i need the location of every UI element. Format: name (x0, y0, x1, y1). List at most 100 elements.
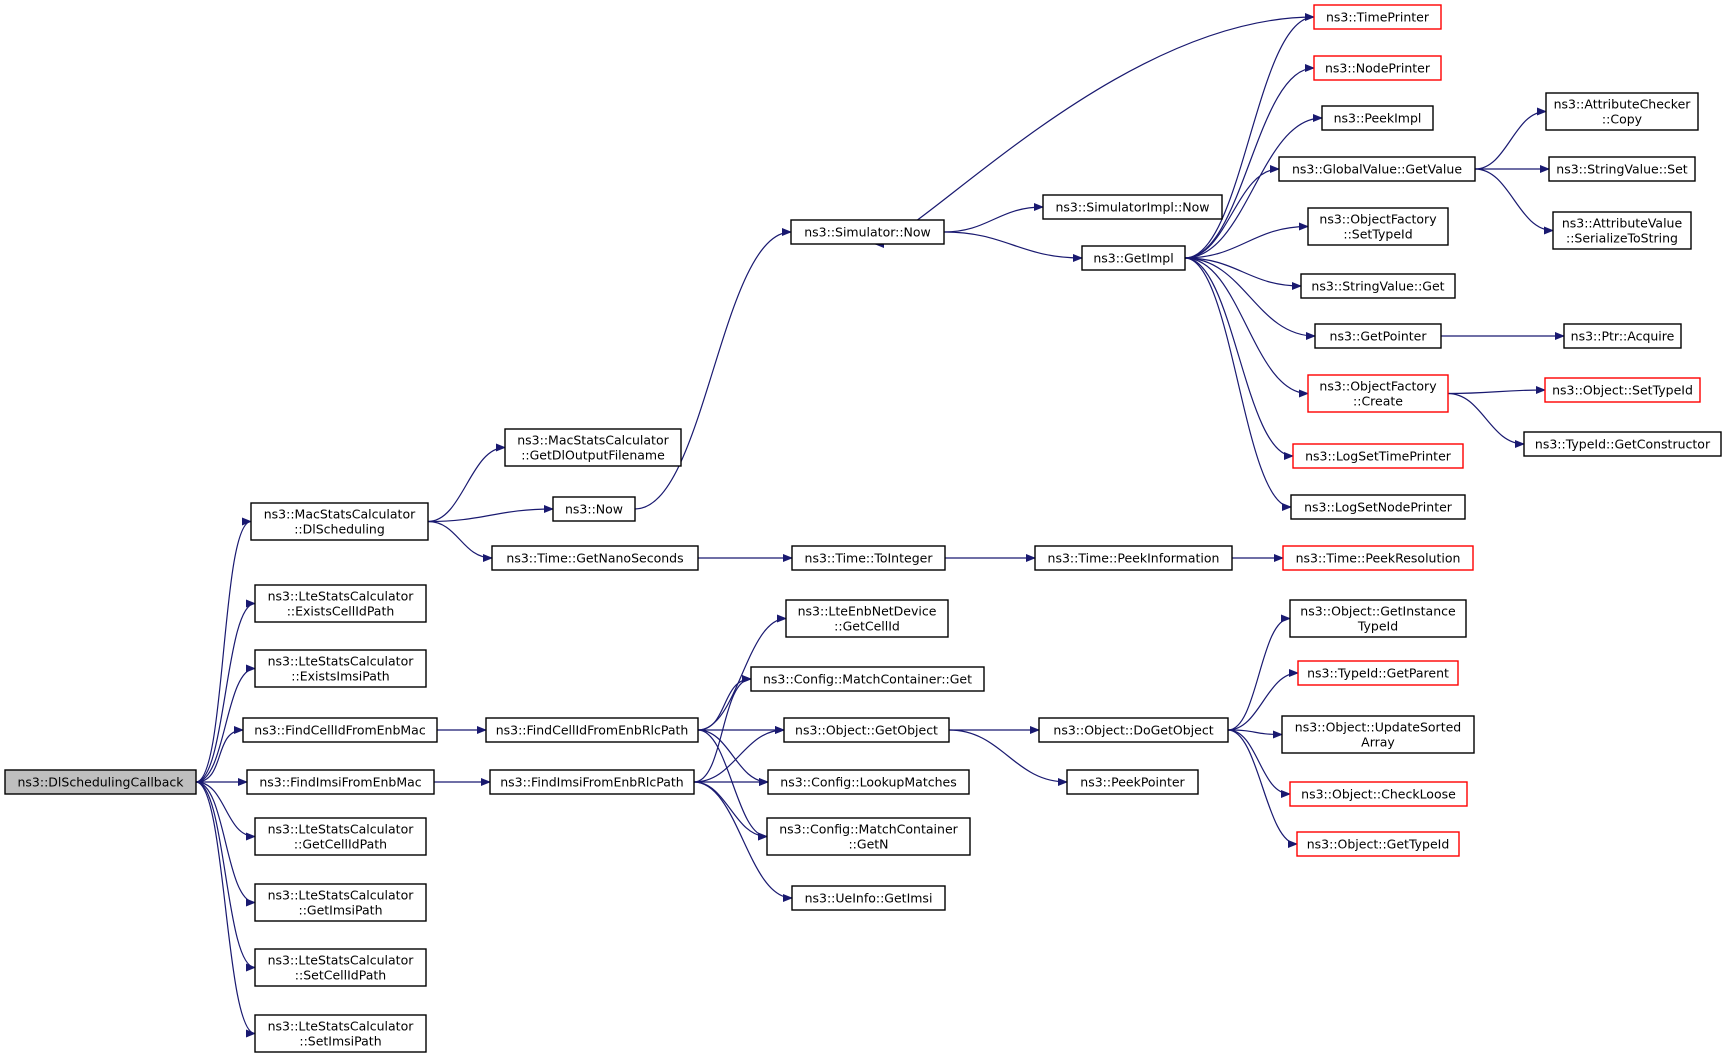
node-mcget[interactable]: ns3::Config::MatchContainer::Get (750, 666, 985, 692)
node-findimsimac[interactable]: ns3::FindImsiFromEnbMac (246, 769, 435, 795)
node-box[interactable] (791, 545, 946, 571)
node-box[interactable] (1281, 715, 1475, 754)
node-box[interactable] (1544, 377, 1701, 403)
node-box[interactable] (766, 817, 971, 856)
node-ueimsi[interactable]: ns3::UeInfo::GetImsi (791, 885, 946, 911)
node-ofcreate[interactable]: ns3::ObjectFactory::Create (1307, 374, 1449, 413)
node-peekres[interactable]: ns3::Time::PeekResolution (1282, 545, 1474, 571)
node-box[interactable] (1307, 374, 1449, 413)
node-box[interactable] (491, 545, 699, 571)
node-box[interactable] (504, 428, 682, 467)
node-box[interactable] (1038, 717, 1229, 743)
node-setcellpath[interactable]: ns3::LteStatsCalculator::SetCellIdPath (254, 948, 427, 987)
node-box[interactable] (1552, 211, 1692, 250)
node-getctor[interactable]: ns3::TypeId::GetConstructor (1523, 431, 1722, 457)
node-findimsirlc[interactable]: ns3::FindImsiFromEnbRlcPath (489, 769, 695, 795)
node-setimsipath[interactable]: ns3::LteStatsCalculator::SetImsiPath (254, 1014, 427, 1053)
node-lognode[interactable]: ns3::LogSetNodePrinter (1290, 494, 1466, 520)
node-box[interactable] (485, 717, 699, 743)
node-box[interactable] (254, 948, 427, 987)
node-timeprinter[interactable]: ns3::TimePrinter (1313, 4, 1442, 30)
node-gvgetvalue[interactable]: ns3::GlobalValue::GetValue (1278, 156, 1476, 182)
node-box[interactable] (1034, 545, 1233, 571)
node-box[interactable] (246, 769, 435, 795)
node-box[interactable] (785, 599, 949, 638)
node-macdl[interactable]: ns3::MacStatsCalculator::DlScheduling (250, 502, 429, 541)
node-box[interactable] (1282, 545, 1474, 571)
node-acopy[interactable]: ns3::AttributeChecker::Copy (1545, 92, 1699, 131)
node-logtime[interactable]: ns3::LogSetTimePrinter (1292, 443, 1464, 469)
node-findcellmac[interactable]: ns3::FindCellIdFromEnbMac (242, 717, 438, 743)
node-objsettid[interactable]: ns3::Object::SetTypeId (1544, 377, 1701, 403)
node-box[interactable] (242, 717, 438, 743)
node-box[interactable] (1042, 194, 1223, 220)
node-existscell[interactable]: ns3::LteStatsCalculator::ExistsCellIdPat… (254, 584, 427, 623)
node-box[interactable] (1296, 831, 1460, 857)
node-box[interactable] (1290, 494, 1466, 520)
node-box[interactable] (489, 769, 695, 795)
node-simimplnow[interactable]: ns3::SimulatorImpl::Now (1042, 194, 1223, 220)
node-getparent[interactable]: ns3::TypeId::GetParent (1297, 660, 1459, 686)
node-ptracq[interactable]: ns3::Ptr::Acquire (1563, 323, 1682, 349)
node-box[interactable] (1300, 273, 1456, 299)
node-box[interactable] (250, 502, 429, 541)
node-ofsettypeid[interactable]: ns3::ObjectFactory::SetTypeId (1307, 207, 1449, 246)
node-mcgetn[interactable]: ns3::Config::MatchContainer::GetN (766, 817, 971, 856)
node-box[interactable] (254, 649, 427, 688)
node-getobject[interactable]: ns3::Object::GetObject (783, 717, 950, 743)
node-nodeprinter[interactable]: ns3::NodePrinter (1313, 55, 1442, 81)
node-svset[interactable]: ns3::StringValue::Set (1548, 156, 1696, 182)
node-box[interactable] (254, 1014, 427, 1053)
node-box[interactable] (1278, 156, 1476, 182)
node-toint[interactable]: ns3::Time::ToInteger (791, 545, 946, 571)
node-box[interactable] (552, 496, 636, 522)
node-peekinfo[interactable]: ns3::Time::PeekInformation (1034, 545, 1233, 571)
node-existsimsi[interactable]: ns3::LteStatsCalculator::ExistsImsiPath (254, 649, 427, 688)
node-box[interactable] (791, 885, 946, 911)
node-box[interactable] (254, 883, 427, 922)
node-svget[interactable]: ns3::StringValue::Get (1300, 273, 1456, 299)
node-box[interactable] (1314, 323, 1442, 349)
node-peekptr[interactable]: ns3::PeekPointer (1066, 769, 1199, 795)
node-box[interactable] (1289, 781, 1468, 807)
node-getcellpath[interactable]: ns3::LteStatsCalculator::GetCellIdPath (254, 817, 427, 856)
node-getdlfile[interactable]: ns3::MacStatsCalculator::GetDlOutputFile… (504, 428, 682, 467)
node-peekimpl[interactable]: ns3::PeekImpl (1321, 105, 1434, 131)
node-findcellrlc[interactable]: ns3::FindCellIdFromEnbRlcPath (485, 717, 699, 743)
node-box[interactable] (767, 769, 970, 795)
node-objgettid[interactable]: ns3::Object::GetTypeId (1296, 831, 1460, 857)
node-box[interactable] (1548, 156, 1696, 182)
node-box[interactable] (1307, 207, 1449, 246)
node-checkloose[interactable]: ns3::Object::CheckLoose (1289, 781, 1468, 807)
node-box[interactable] (1297, 660, 1459, 686)
node-box[interactable] (1563, 323, 1682, 349)
node-box[interactable] (1081, 245, 1186, 271)
node-lookup[interactable]: ns3::Config::LookupMatches (767, 769, 970, 795)
node-box[interactable] (750, 666, 985, 692)
node-getnano[interactable]: ns3::Time::GetNanoSeconds (491, 545, 699, 571)
node-box[interactable] (1523, 431, 1722, 457)
node-box[interactable] (4, 769, 197, 795)
node-root[interactable]: ns3::DlSchedulingCallback (4, 769, 197, 795)
node-now[interactable]: ns3::Now (552, 496, 636, 522)
node-box[interactable] (1321, 105, 1434, 131)
node-dogetobject[interactable]: ns3::Object::DoGetObject (1038, 717, 1229, 743)
node-box[interactable] (1545, 92, 1699, 131)
node-avser[interactable]: ns3::AttributeValue::SerializeToString (1552, 211, 1692, 250)
node-ltecell[interactable]: ns3::LteEnbNetDevice::GetCellId (785, 599, 949, 638)
node-box[interactable] (1292, 443, 1464, 469)
node-box[interactable] (1313, 55, 1442, 81)
node-box[interactable] (790, 219, 945, 245)
node-getimpl[interactable]: ns3::GetImpl (1081, 245, 1186, 271)
node-box[interactable] (1066, 769, 1199, 795)
node-box[interactable] (254, 817, 427, 856)
node-getpointer[interactable]: ns3::GetPointer (1314, 323, 1442, 349)
node-simnow[interactable]: ns3::Simulator::Now (790, 219, 945, 245)
node-box[interactable] (783, 717, 950, 743)
node-box[interactable] (1313, 4, 1442, 30)
node-box[interactable] (254, 584, 427, 623)
node-box[interactable] (1289, 599, 1467, 638)
node-getimsipath[interactable]: ns3::LteStatsCalculator::GetImsiPath (254, 883, 427, 922)
